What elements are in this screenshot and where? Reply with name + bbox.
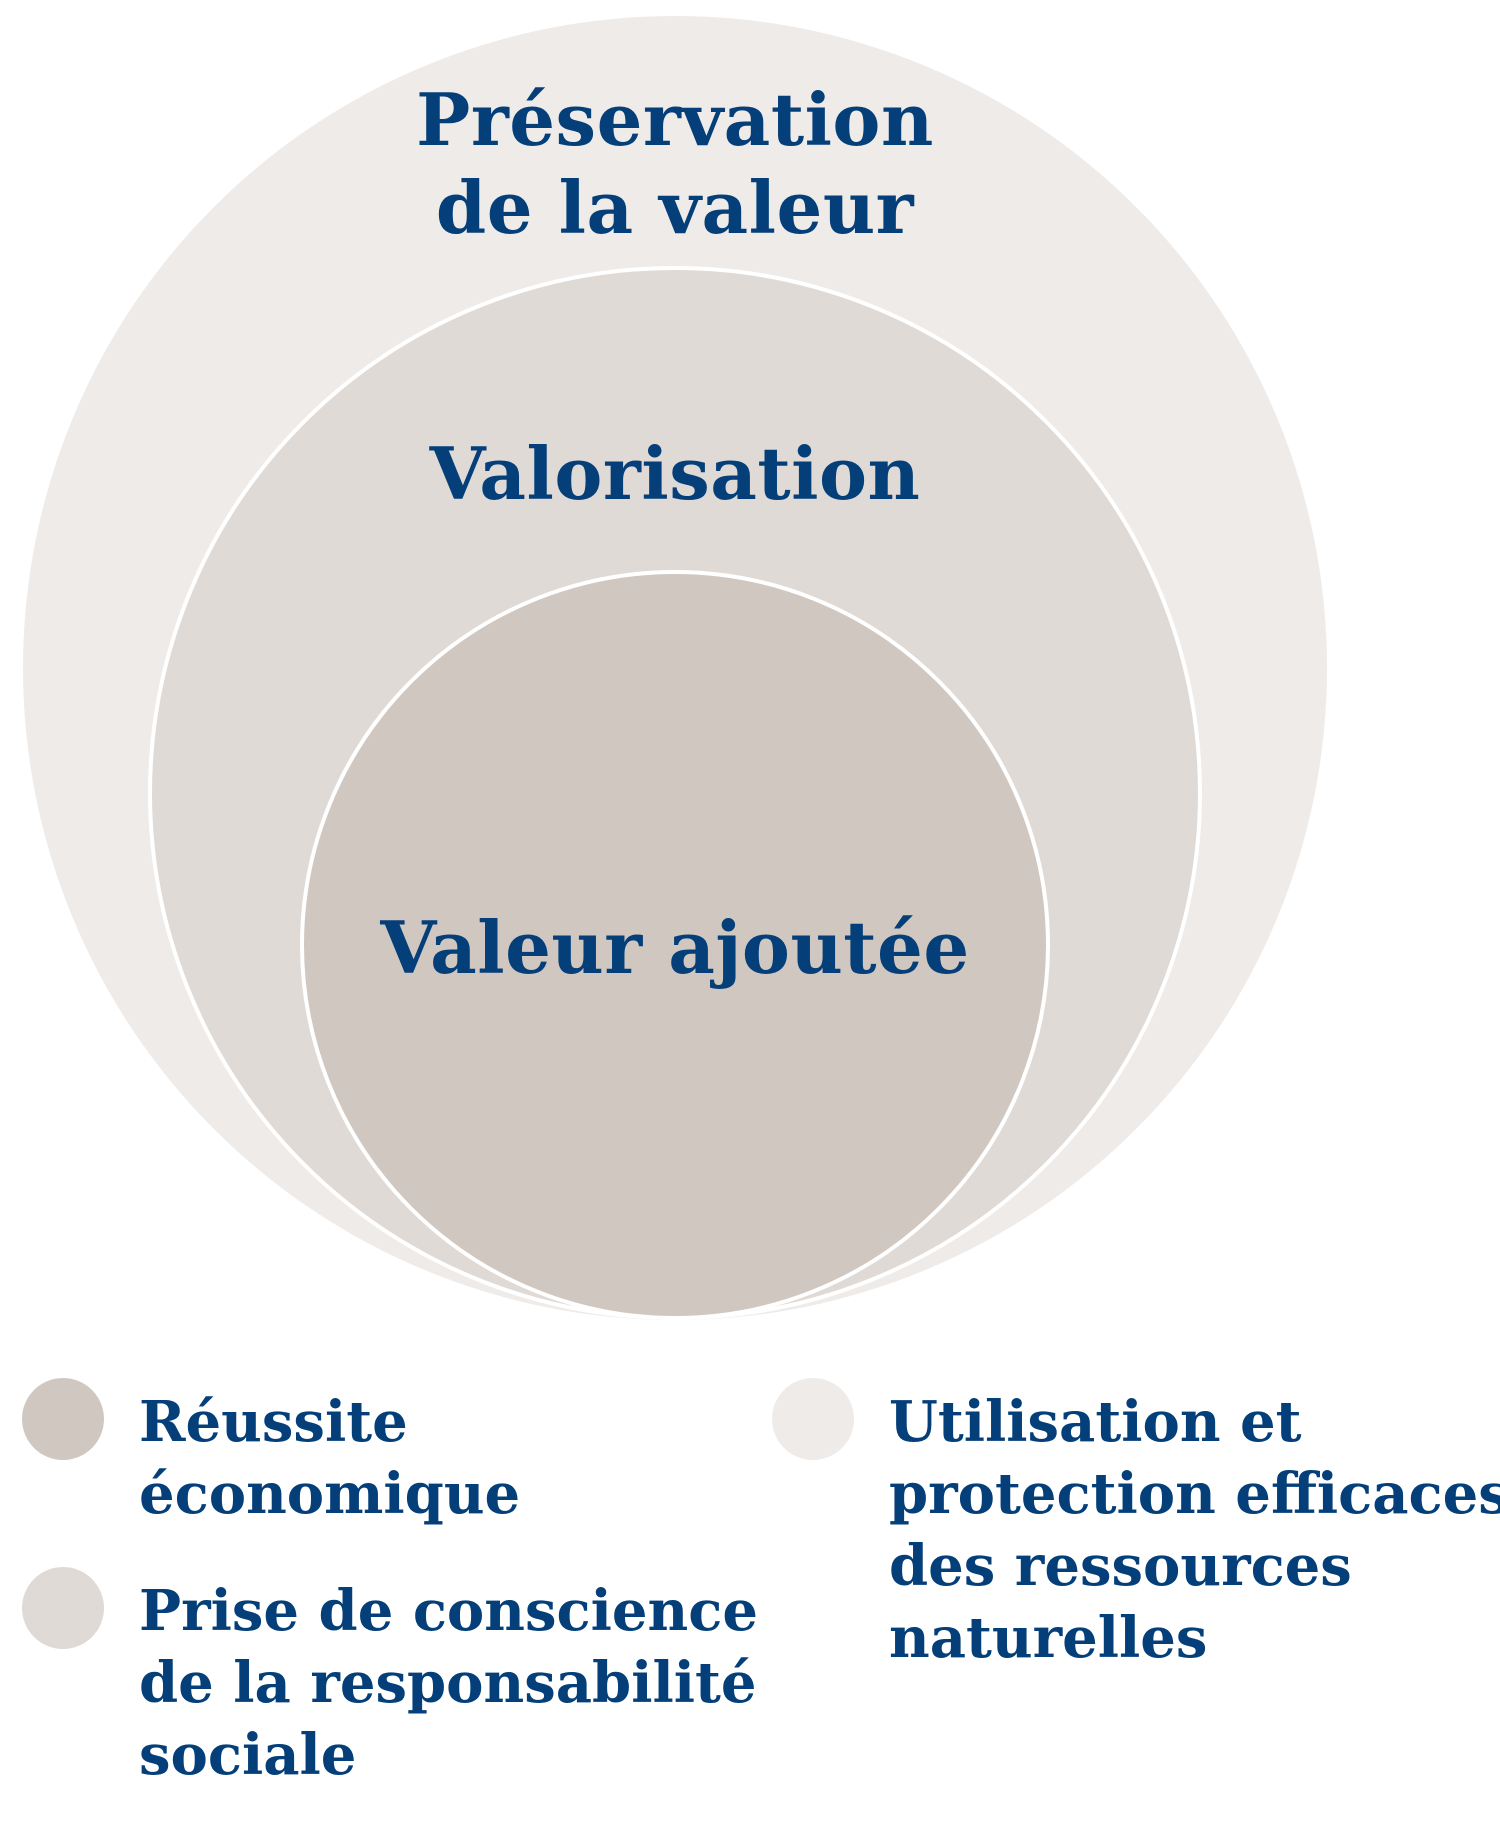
legend-label-line: des ressources <box>889 1533 1352 1599</box>
legend-swatch-inner <box>22 1378 104 1460</box>
nested-circles-diagram <box>23 16 1327 1320</box>
inner-circle-label: Valeur ajoutée <box>0 904 1350 992</box>
legend-label-line: économique <box>139 1461 521 1527</box>
legend-label: Réussite économique <box>139 1386 520 1530</box>
outer-circle-label: Préservation de la valeur <box>0 76 1350 252</box>
legend-label-line: naturelles <box>889 1605 1208 1671</box>
legend-label-line: de la responsabilité <box>139 1650 757 1716</box>
outer-circle-label-line1: Préservation <box>416 77 934 162</box>
legend-label: Prise de conscience de la responsabilité… <box>139 1575 758 1791</box>
legend-label-line: sociale <box>139 1722 357 1788</box>
legend-label-line: Prise de conscience <box>139 1578 758 1644</box>
middle-circle-label: Valorisation <box>0 430 1350 518</box>
legend-swatch-outer <box>772 1378 854 1460</box>
outer-circle-label-line2: de la valeur <box>435 165 915 250</box>
legend-swatch-middle <box>22 1567 104 1649</box>
legend-label-line: Utilisation et <box>889 1389 1302 1455</box>
middle-circle-label-line1: Valorisation <box>429 431 921 516</box>
inner-circle <box>300 570 1050 1320</box>
legend-label: Utilisation et protection efficaces des … <box>889 1386 1500 1674</box>
legend-label-line: protection efficaces <box>889 1461 1500 1527</box>
legend-label-line: Réussite <box>139 1389 408 1455</box>
inner-circle-label-line1: Valeur ajoutée <box>380 905 970 990</box>
